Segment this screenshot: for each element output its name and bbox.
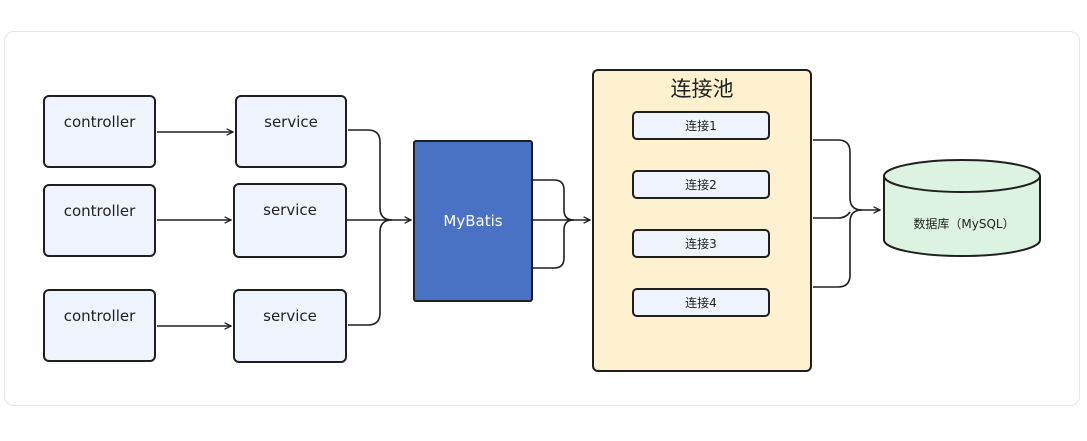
connection-pool-title: 连接池 bbox=[670, 77, 734, 101]
connection-label: 连接3 bbox=[685, 237, 717, 251]
service-label: service bbox=[264, 113, 318, 131]
database-cylinder bbox=[883, 159, 1041, 257]
service-box-2: service bbox=[233, 183, 347, 258]
controller-box-2: controller bbox=[43, 184, 156, 257]
connector-pool-database bbox=[813, 139, 863, 288]
service-box-1: service bbox=[235, 95, 347, 168]
service-box-3: service bbox=[233, 289, 347, 363]
controller-box-3: controller bbox=[43, 289, 156, 362]
controller-label: controller bbox=[63, 307, 136, 325]
connection-box-4: 连接4 bbox=[632, 288, 770, 317]
controller-label: controller bbox=[63, 202, 136, 220]
connection-box-3: 连接3 bbox=[632, 229, 770, 258]
mybatis-label: MyBatis bbox=[443, 212, 503, 230]
connector-services-mybatis bbox=[347, 129, 393, 326]
service-label: service bbox=[263, 307, 317, 325]
connection-label: 连接1 bbox=[685, 119, 717, 133]
connection-label: 连接2 bbox=[685, 178, 717, 192]
connection-box-2: 连接2 bbox=[632, 170, 770, 199]
controller-box-1: controller bbox=[43, 95, 156, 168]
connector-mybatis-pool bbox=[533, 179, 575, 269]
mybatis-box: MyBatis bbox=[413, 140, 533, 302]
connection-label: 连接4 bbox=[685, 296, 717, 310]
database-label: 数据库（MySQL） bbox=[913, 216, 1015, 231]
service-label: service bbox=[263, 201, 317, 219]
connection-box-1: 连接1 bbox=[632, 111, 770, 140]
controller-label: controller bbox=[63, 113, 136, 131]
